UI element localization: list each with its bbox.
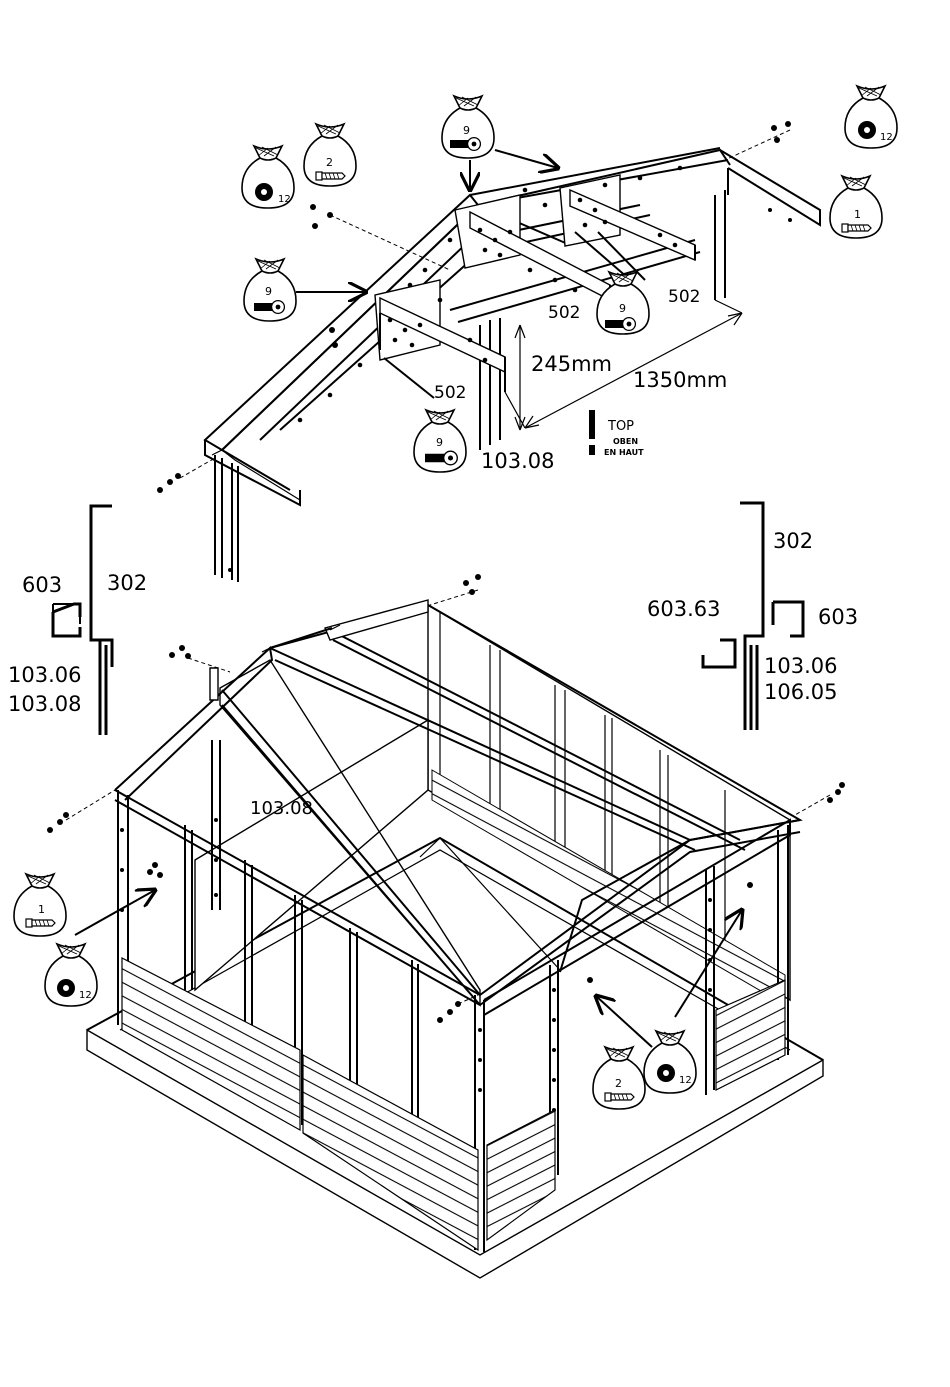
profile-details-right: 302 603.63 603 103.06 106.05	[647, 503, 858, 730]
bag-2-right-icon: 2	[593, 1047, 645, 1109]
profile-label-603-right: 603	[818, 605, 858, 629]
bag-1-top-right-icon: 1	[830, 176, 882, 238]
bag-12-washer-icon: 12	[242, 146, 294, 208]
length-dimension-label: 1350mm	[633, 368, 727, 392]
svg-text:9: 9	[265, 285, 272, 298]
gable-label-frame: 103.08	[250, 798, 313, 819]
orientation-top-text: TOP	[607, 419, 634, 434]
profile-label-60363-right: 603.63	[647, 597, 720, 621]
bag-1-left-icon: 1	[14, 874, 66, 936]
svg-text:12: 12	[880, 132, 893, 143]
profile-details-left: 302 603 103.06 103.08	[8, 506, 147, 735]
profile-label-10306-right: 103.06	[764, 654, 837, 678]
bag-9-ridge-icon: 9	[442, 96, 494, 158]
svg-text:1: 1	[854, 208, 861, 221]
gable-label-top: 103.08	[481, 449, 554, 473]
purlin-label-middle: 502	[548, 303, 580, 323]
profile-label-302-left: 302	[107, 571, 147, 595]
profile-label-10308-left: 103.08	[8, 692, 81, 716]
orientation-enhaut-text: EN HAUT	[604, 448, 644, 457]
purlin-label-left: 502	[434, 383, 466, 403]
orientation-oben-text: OBEN	[613, 437, 638, 446]
bag-9-center-icon: 9	[597, 272, 649, 334]
svg-text:12: 12	[79, 990, 92, 1001]
svg-text:2: 2	[615, 1077, 622, 1090]
svg-text:12: 12	[679, 1075, 692, 1086]
bag-9-left-icon: 9	[244, 259, 296, 321]
svg-text:9: 9	[436, 436, 443, 449]
height-dimension-label: 245mm	[531, 352, 612, 376]
profile-label-302-right: 302	[773, 529, 813, 553]
orientation-mark: TOP OBEN EN HAUT	[589, 410, 644, 457]
profile-label-10605-right: 106.05	[764, 680, 837, 704]
svg-text:1: 1	[38, 903, 45, 916]
frame-assembly: 103.08	[47, 574, 845, 1278]
svg-text:2: 2	[326, 156, 333, 169]
bag-2-screw-icon: 2	[304, 124, 356, 186]
profile-label-10306-left: 103.06	[8, 663, 81, 687]
profile-label-603-left: 603	[22, 573, 62, 597]
bag-12-right-icon: 12	[644, 1031, 696, 1093]
bag-9-bottom-icon: 9	[414, 410, 466, 472]
bag-12-left-icon: 12	[45, 944, 97, 1006]
bag-12-top-right-icon: 12	[845, 86, 897, 148]
svg-text:9: 9	[463, 124, 470, 137]
svg-text:9: 9	[619, 302, 626, 315]
purlin-label-right: 502	[668, 287, 700, 307]
svg-text:12: 12	[278, 194, 291, 205]
